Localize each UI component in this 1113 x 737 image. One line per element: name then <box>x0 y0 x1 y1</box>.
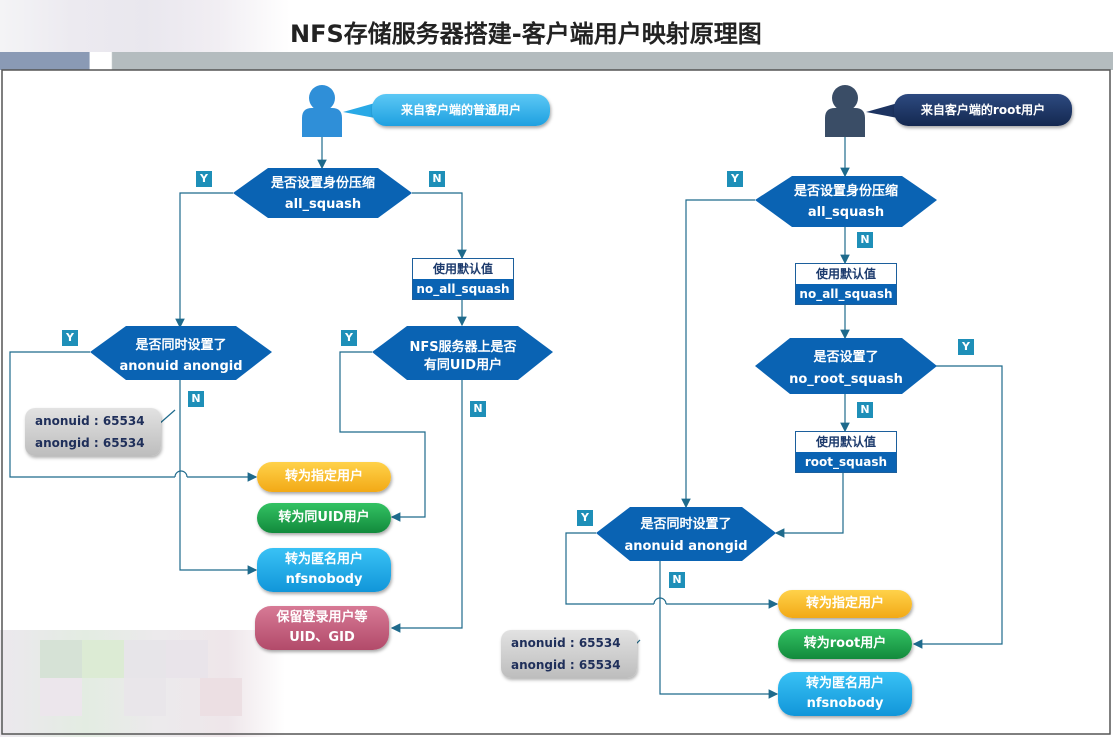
left-d1-line1: 是否设置身份压缩 <box>270 176 375 191</box>
left-d3-line2: 有同UID用户 <box>423 358 503 373</box>
left-d2-line2: anonuid anongid <box>119 359 243 374</box>
user-icon-normal <box>302 85 342 137</box>
blurred-watermark-top <box>0 0 290 52</box>
root-user-bubble: 来自客户端的root用户 <box>894 94 1072 126</box>
right-result-anon: 转为匿名用户 nfsnobody <box>778 672 912 716</box>
left-result-anon: 转为匿名用户 nfsnobody <box>257 548 391 592</box>
right-result-root-label: 转为root用户 <box>803 636 887 651</box>
left-result-anon-label2: nfsnobody <box>285 572 363 587</box>
left-decision-anonuid <box>90 326 272 380</box>
left-callout-line2: anongid : 65534 <box>35 436 145 450</box>
right-result-specified: 转为指定用户 <box>778 590 912 618</box>
left-tag-y1: Y <box>196 171 212 187</box>
left-tag-y2: Y <box>62 330 78 346</box>
left-tag-n1: N <box>429 171 445 187</box>
left-anon-callout: anonuid : 65534 anongid : 65534 <box>25 408 161 456</box>
user-icon-root <box>825 85 865 137</box>
right-d2-line1: 是否设置了 <box>813 350 879 365</box>
left-d3-line1: NFS服务器上是否 <box>409 340 517 355</box>
right-tag-y2: Y <box>958 339 974 355</box>
right-result-anon-label2: nfsnobody <box>806 696 884 711</box>
right-callout-line1: anonuid : 65534 <box>511 636 621 650</box>
left-default-top: 使用默认值 <box>432 262 493 276</box>
right-d1-line1: 是否设置身份压缩 <box>793 184 898 199</box>
left-callout-line1: anonuid : 65534 <box>35 414 145 428</box>
left-decision-all-squash <box>233 168 412 218</box>
blurred-watermark-bottom <box>0 630 285 737</box>
right-decision-anonuid <box>596 507 776 561</box>
page-title: NFS存储服务器搭建-客户端用户映射原理图 <box>290 20 762 48</box>
left-result-same-uid-label: 转为同UID用户 <box>278 510 370 525</box>
right-tag-y1: Y <box>727 171 743 187</box>
right-default-box1: 使用默认值 no_all_squash <box>795 263 897 305</box>
right-callout-line2: anongid : 65534 <box>511 658 621 672</box>
right-d3-line2: anonuid anongid <box>624 539 748 554</box>
right-anon-callout: anonuid : 65534 anongid : 65534 <box>501 630 637 678</box>
right-default2-top: 使用默认值 <box>815 435 876 449</box>
right-tag-y3: Y <box>577 510 593 526</box>
left-result-specified-label: 转为指定用户 <box>284 469 363 484</box>
right-d2-line2: no_root_squash <box>789 372 903 387</box>
left-result-same-uid: 转为同UID用户 <box>257 503 391 533</box>
left-tag-y3: Y <box>341 330 357 346</box>
right-result-specified-label: 转为指定用户 <box>805 596 884 611</box>
left-result-keep: 保留登录用户等 UID、GID <box>255 606 389 650</box>
left-default-bottom: no_all_squash <box>413 279 513 299</box>
left-result-anon-label1: 转为匿名用户 <box>284 552 363 567</box>
right-tag-n1: N <box>857 232 873 248</box>
left-tag-n2: N <box>188 391 204 407</box>
right-default1-top: 使用默认值 <box>815 267 876 281</box>
right-result-anon-label1: 转为匿名用户 <box>805 676 884 691</box>
right-d3-line1: 是否同时设置了 <box>640 517 732 532</box>
left-result-keep-label1: 保留登录用户等 <box>276 610 368 625</box>
right-decision-no-root-squash <box>755 338 937 394</box>
left-decision-same-uid <box>372 326 553 380</box>
right-tag-n3: N <box>669 572 685 588</box>
right-d1-line2: all_squash <box>807 205 885 220</box>
right-decision-all-squash <box>755 176 937 227</box>
right-default2-bottom: root_squash <box>796 452 896 472</box>
left-tag-n3: N <box>470 401 486 417</box>
right-default1-bottom: no_all_squash <box>796 284 896 304</box>
left-d1-line2: all_squash <box>284 197 362 212</box>
right-default-box2: 使用默认值 root_squash <box>795 431 897 473</box>
left-result-keep-label2: UID、GID <box>289 630 355 645</box>
outer-border <box>1 69 1111 735</box>
left-default-box: 使用默认值 no_all_squash <box>412 258 514 300</box>
right-result-root: 转为root用户 <box>778 629 912 659</box>
normal-user-bubble: 来自客户端的普通用户 <box>372 94 550 126</box>
left-d2-line1: 是否同时设置了 <box>135 338 227 353</box>
left-result-specified: 转为指定用户 <box>257 462 391 492</box>
right-tag-n2: N <box>857 402 873 418</box>
header-band <box>0 52 1113 70</box>
